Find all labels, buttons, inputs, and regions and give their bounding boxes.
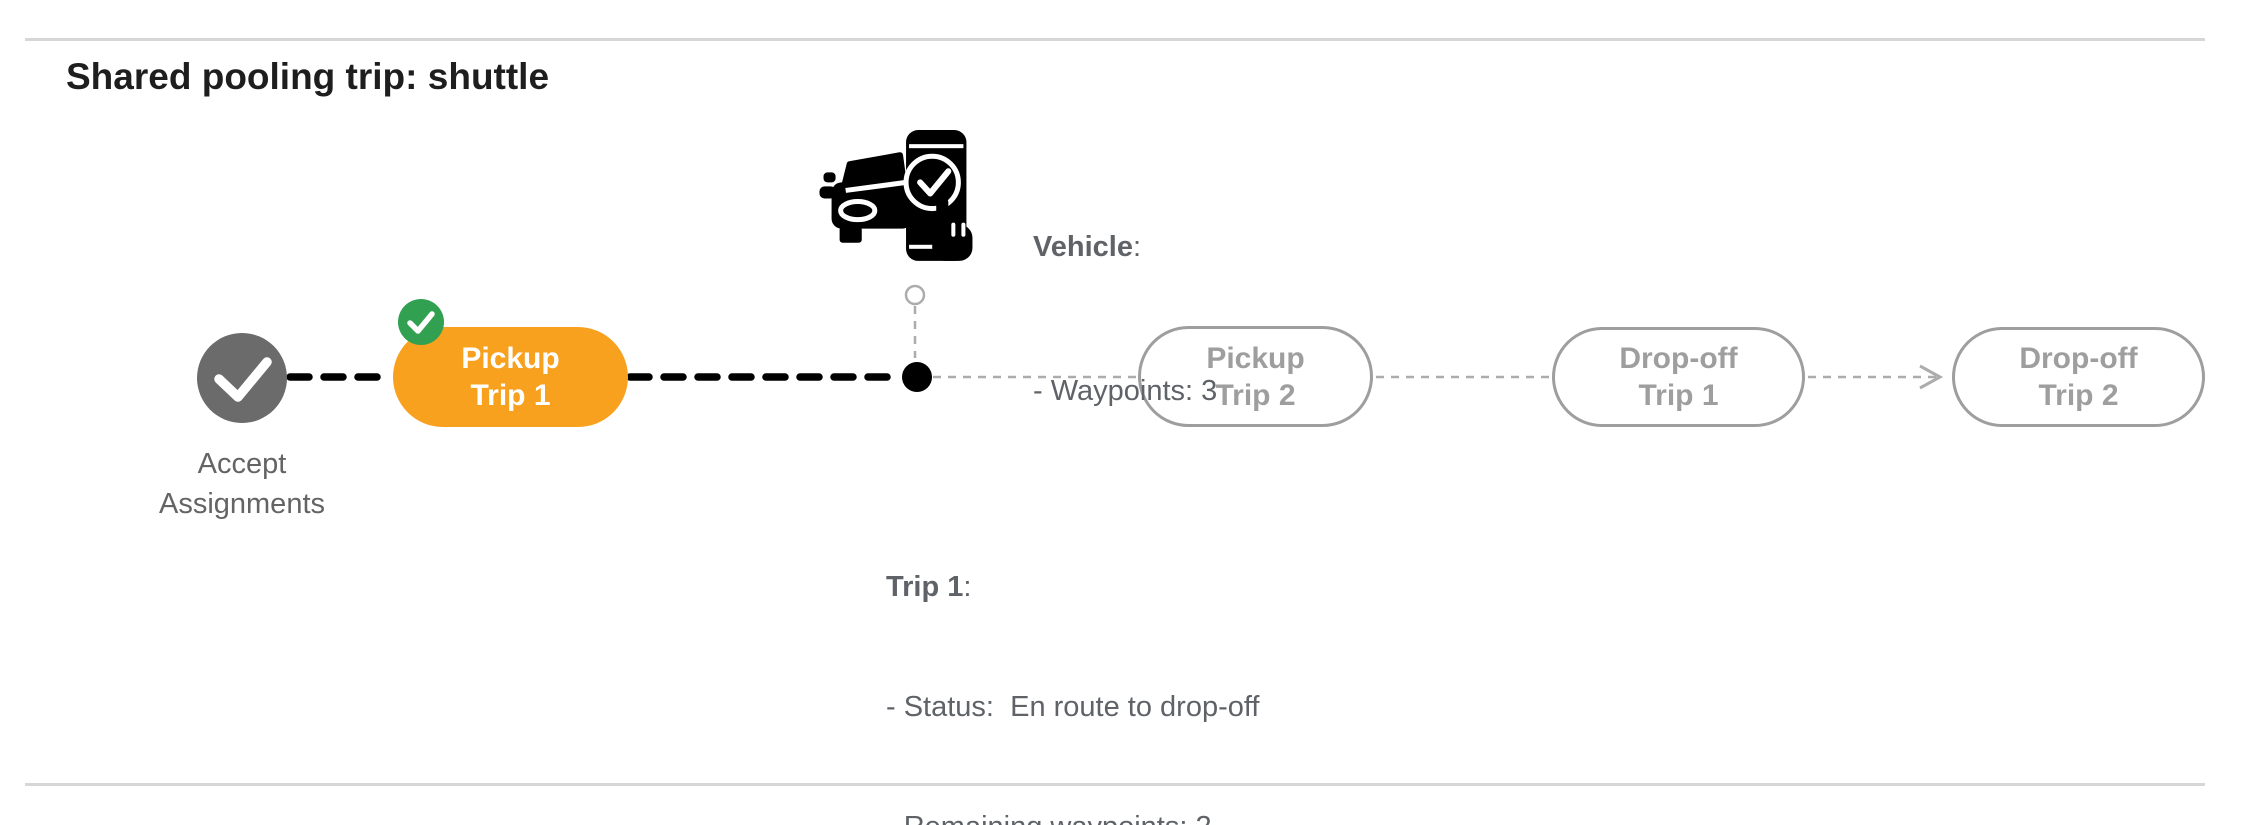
stage-label-line2: Trip 1 bbox=[1638, 379, 1719, 412]
trip-info-panel: Trip 1: - Status: En route to drop-off -… bbox=[886, 487, 1259, 825]
stage-label-line2: Trip 2 bbox=[1215, 378, 1296, 412]
trip1-status-line: - Status: En route to drop-off bbox=[886, 691, 1260, 723]
stage-dropoff-trip-1: Drop-off Trip 1 bbox=[1552, 327, 1805, 427]
vehicle-phone-check-icon bbox=[819, 130, 973, 261]
label-line1: Accept bbox=[197, 448, 287, 480]
stage-dropoff-trip-2: Drop-off Trip 2 bbox=[1952, 327, 2205, 427]
stage-label-line1: Drop-off bbox=[2019, 342, 2138, 375]
accept-assignments-label: Accept Assignments bbox=[102, 444, 382, 524]
completed-badge-circle bbox=[398, 299, 444, 345]
trip1-title: Trip 1: bbox=[886, 571, 972, 603]
vehicle-position-dot bbox=[902, 362, 932, 392]
stage-label-line1: Drop-off bbox=[1619, 342, 1738, 375]
top-divider bbox=[25, 38, 2205, 41]
stage-label-line2: Trip 2 bbox=[2038, 379, 2119, 412]
vehicle-icon-shapes bbox=[819, 130, 973, 261]
check-icon bbox=[214, 357, 272, 402]
vehicle-anchor-circle bbox=[904, 284, 926, 306]
label-line2: Assignments bbox=[158, 488, 325, 520]
page-title: Shared pooling trip: shuttle bbox=[66, 56, 550, 97]
stage-pickup-trip-1: Pickup Trip 1 bbox=[393, 327, 628, 427]
vehicle-waypoints-line: - Waypoints: 3 bbox=[1033, 375, 1218, 407]
arrow-head-icon bbox=[1919, 364, 1944, 390]
stage-label-line2: Trip 1 bbox=[470, 379, 551, 412]
vehicle-info-panel: Vehicle: - Waypoints: 3 bbox=[1033, 127, 1217, 511]
start-node-circle bbox=[197, 333, 287, 423]
accept-assignments-node bbox=[197, 333, 287, 423]
stage-label-line1: Pickup bbox=[461, 342, 560, 375]
bottom-divider bbox=[25, 783, 2205, 786]
stage-label-line1: Pickup bbox=[1206, 341, 1305, 375]
completed-check-icon bbox=[407, 311, 435, 334]
vehicle-info-title: Vehicle: bbox=[1033, 231, 1142, 263]
completed-badge bbox=[398, 299, 444, 345]
trip1-waypoints-line: - Remaining waypoints: 2 bbox=[886, 807, 1259, 825]
stage-pickup-trip-2: Pickup Trip 2 bbox=[1138, 326, 1373, 427]
